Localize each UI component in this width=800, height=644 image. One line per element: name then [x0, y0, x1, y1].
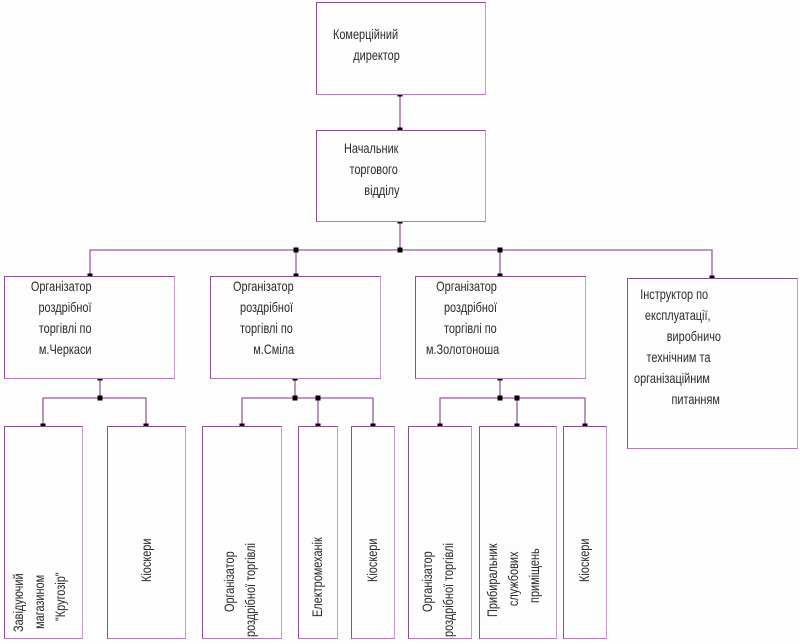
- instructor-line: технічним та: [646, 349, 711, 365]
- org-zolotonosha-line: м.Золотоноша: [426, 341, 500, 357]
- node-dot: [97, 395, 103, 401]
- instructor-line: виробничо: [666, 328, 721, 344]
- electromechanic-label: Електромеханік: [309, 537, 325, 617]
- org-smila-line: Організатор: [233, 278, 294, 294]
- zolotonosha-sub-bus: [439, 397, 586, 426]
- head-line: відділу: [364, 182, 400, 198]
- box-retail-organizer-zolotonosha: Організатор роздрібної торгівлі: [408, 426, 472, 639]
- box-instructor: Інструктор по експлуатації, виробничо те…: [627, 278, 798, 449]
- box-kiosk-workers-zolotonosha: Кіоскери: [563, 426, 607, 639]
- org-smila-line: м.Сміла: [253, 341, 295, 357]
- node-dot: [514, 395, 520, 401]
- main-bus: [89, 249, 713, 278]
- box-org-cherkasy: Організатор роздрібної торгівлі по м.Чер…: [4, 276, 175, 379]
- org-cherkasy-line: торгівлі по: [38, 320, 92, 336]
- box-kiosk-workers-smila: Кіоскери: [351, 426, 395, 639]
- node-dot: [292, 395, 298, 401]
- instructor-line: організаційним: [634, 370, 710, 386]
- node-dot: [397, 247, 403, 253]
- instructor-line: експлуатації,: [644, 307, 711, 323]
- box-cleaner-zolotonosha: Прибиральник службових приміщень: [479, 426, 557, 639]
- cleaner-line: приміщень: [526, 548, 542, 603]
- kiosk-workers-label: Кіоскери: [138, 538, 154, 582]
- org-cherkasy-line: роздрібної: [38, 299, 92, 315]
- org-zolotonosha-line: роздрібної: [443, 299, 498, 315]
- head-line: Начальник: [344, 140, 399, 156]
- retail-organizer-line: Організатор: [419, 551, 435, 613]
- org-smila-line: торгівлі по: [240, 320, 293, 336]
- store-manager-line: магазином: [31, 574, 47, 629]
- head-line: торгового: [349, 161, 398, 177]
- box-sales-dept-head: Начальник торгового відділу: [316, 130, 486, 222]
- instructor-line: питанням: [671, 391, 720, 407]
- cleaner-line: службових: [505, 551, 521, 607]
- box-store-manager-kruhozir: Завідуючий магазином "Кругозір": [4, 426, 83, 639]
- director-line: директор: [353, 47, 400, 63]
- node-dot: [497, 395, 503, 401]
- cleaner-line: Прибиральник: [484, 543, 500, 617]
- cherkasy-sub-bus: [42, 397, 147, 426]
- org-zolotonosha-line: Організатор: [436, 278, 497, 294]
- org-cherkasy-line: м.Черкаси: [38, 341, 92, 357]
- retail-organizer-line: роздрібної торгівлі: [242, 543, 258, 637]
- store-manager-line: "Кругозір": [52, 572, 68, 622]
- box-commercial-director: Комерційний директор: [316, 2, 486, 95]
- smila-sub-bus: [241, 397, 374, 426]
- node-dot: [497, 247, 503, 253]
- store-manager-line: Завідуючий: [10, 573, 26, 632]
- director-line: Комерційний: [333, 26, 399, 42]
- box-retail-organizer-smila: Організатор роздрібної торгівлі: [202, 426, 282, 639]
- org-cherkasy-line: Організатор: [30, 278, 92, 294]
- org-zolotonosha-line: торгівлі по: [443, 320, 497, 336]
- box-kiosk-workers-cherkasy: Кіоскери: [107, 426, 186, 639]
- box-org-smila: Організатор роздрібної торгівлі по м.Смі…: [210, 276, 381, 379]
- kiosk-workers-label: Кіоскери: [364, 538, 380, 582]
- node-dot: [293, 247, 299, 253]
- box-electromechanic-smila: Електромеханік: [298, 426, 338, 639]
- org-smila-line: роздрібної: [240, 299, 294, 315]
- instructor-line: Інструктор по: [640, 286, 709, 302]
- node-dot: [315, 395, 321, 401]
- kiosk-workers-label: Кіоскери: [576, 538, 592, 582]
- box-org-zolotonosha: Організатор роздрібної торгівлі по м.Зол…: [415, 276, 586, 379]
- retail-organizer-line: роздрібної торгівлі: [440, 543, 456, 637]
- retail-organizer-line: Організатор: [221, 551, 237, 613]
